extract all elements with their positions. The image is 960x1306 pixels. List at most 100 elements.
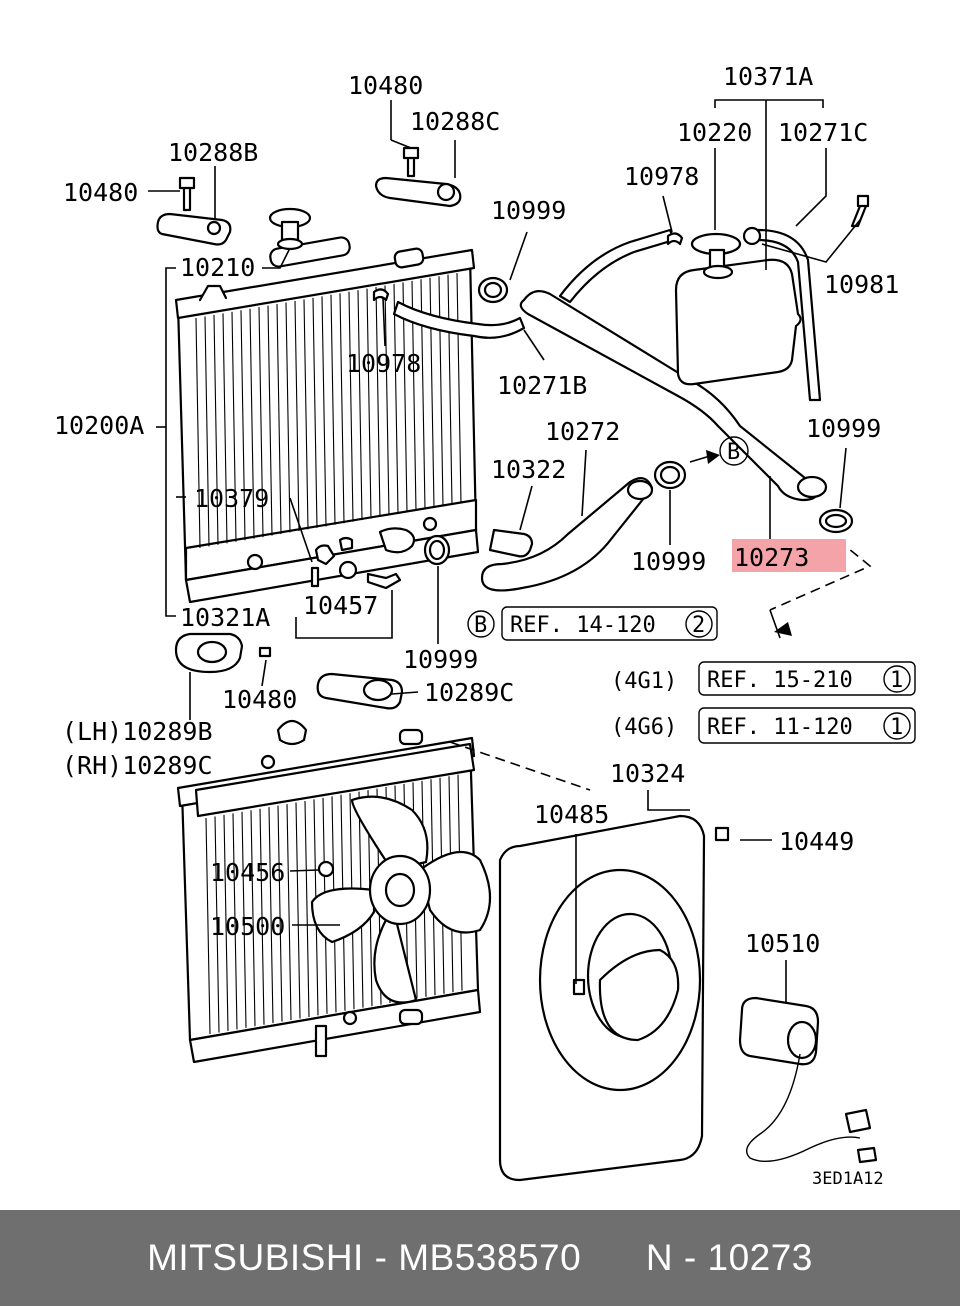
clip-10978-right <box>666 232 684 246</box>
label-10210: 10210 <box>180 253 255 282</box>
engine-4g6: (4G6) <box>611 715 677 740</box>
label-10288b: 10288B <box>168 138 258 167</box>
label-10449: 10449 <box>779 827 854 856</box>
label-lh-10289b: (LH)10289B <box>62 717 213 746</box>
radiator-cap-10210 <box>268 207 312 251</box>
svg-text:2: 2 <box>692 613 705 638</box>
radiator-fin <box>277 805 283 1022</box>
footer-bar: MITSUBISHI - MB538570 N - 10273 <box>0 1210 960 1306</box>
radiator-fin <box>258 307 264 538</box>
radiator-fin <box>205 817 211 1035</box>
radiator-fin <box>286 804 292 1021</box>
radiator-fin <box>214 816 220 1033</box>
footer-part-number: MB538570 <box>398 1237 582 1278</box>
label-rh-10289c: (RH)10289C <box>62 751 213 780</box>
label-10289c: 10289C <box>424 678 514 707</box>
reservoir-tube-10271c <box>756 228 822 402</box>
label-10999-right: 10999 <box>806 414 881 443</box>
label-10978-radiator: 10978 <box>346 349 421 378</box>
mount-10289c <box>316 672 404 710</box>
radiator-fin <box>285 302 291 533</box>
radiator-fin <box>241 811 247 1028</box>
radiator-fin <box>223 814 229 1031</box>
label-10510: 10510 <box>745 929 820 958</box>
diagram-code: 3ED1A12 <box>812 1169 884 1189</box>
label-10999-bottom: 10999 <box>403 645 478 674</box>
radiator-fin <box>357 290 363 521</box>
label-10978-tank: 10978 <box>624 162 699 191</box>
radiator-fin <box>393 283 399 514</box>
label-10480-top: 10480 <box>348 71 423 100</box>
svg-text:1: 1 <box>890 668 903 693</box>
part-labels: 10371A 10220 10271C 10978 10981 10480 10… <box>54 62 899 958</box>
reservoir-tank <box>674 194 870 386</box>
ref-box-11-120 <box>698 707 916 744</box>
label-10379: 10379 <box>194 484 269 513</box>
svg-text:B: B <box>727 440 740 465</box>
clip-10978-left <box>372 288 390 302</box>
engine-4g1: (4G1) <box>611 669 677 694</box>
fan-motor-10510 <box>738 996 878 1164</box>
label-10457: 10457 <box>303 591 378 620</box>
arrow-down-icon <box>774 622 792 636</box>
radiator-fin <box>213 314 219 545</box>
label-10322: 10322 <box>491 455 566 484</box>
label-10220: 10220 <box>677 118 752 147</box>
bolt-10480-top <box>402 146 420 178</box>
radiator-fin <box>330 294 336 525</box>
highlight-10273 <box>732 539 846 572</box>
radiator-fin <box>276 304 282 535</box>
radiator-fin <box>250 810 256 1027</box>
bracket-10288c <box>374 176 462 208</box>
hose-overflow-line <box>558 228 676 304</box>
radiator-fin <box>295 802 301 1019</box>
exploded-view-drawing: 10371A 10220 10271C 10978 10981 10480 10… <box>54 62 916 1189</box>
ref-box-15-210 <box>698 661 916 696</box>
svg-text:1: 1 <box>890 715 903 740</box>
ref-box-14-120 <box>501 606 718 641</box>
label-10981: 10981 <box>824 270 899 299</box>
sensor-10322 <box>488 528 534 558</box>
leader-lines <box>148 99 872 1004</box>
label-10200a: 10200A <box>54 411 144 440</box>
radiator-fin <box>438 276 444 507</box>
radiator-fin <box>268 807 274 1024</box>
footer-brand: MITSUBISHI <box>147 1237 364 1278</box>
svg-text:B: B <box>474 613 487 638</box>
radiator-upper <box>174 236 480 604</box>
label-10371a: 10371A <box>723 62 813 91</box>
bolt-10480-left <box>178 176 196 212</box>
hose-10271b <box>392 300 526 339</box>
radiator-fin <box>231 311 237 542</box>
radiator-fin <box>222 313 228 544</box>
label-10999-mid: 10999 <box>631 547 706 576</box>
radiator-fin <box>304 800 310 1017</box>
label-10500: 10500 <box>210 912 285 941</box>
fan-10500 <box>310 795 491 1004</box>
upper-hose-10273 <box>519 289 818 502</box>
label-10273: 10273 <box>734 543 809 572</box>
radiator-fin <box>294 300 300 531</box>
drain-parts <box>310 527 416 590</box>
label-10480-mount: 10480 <box>222 685 297 714</box>
label-10456: 10456 <box>210 858 285 887</box>
radiator-fin <box>447 274 453 505</box>
label-10288c: 10288C <box>410 107 500 136</box>
radiator-fin <box>204 316 210 547</box>
svg-text:REF. 11-120: REF. 11-120 <box>707 715 853 740</box>
reference-callouts: B B REF. 14-120 2 (4G1) REF. 15-210 1 (4… <box>467 436 916 744</box>
fan-shroud-10324 <box>498 814 730 1182</box>
radiator-fin <box>321 296 327 527</box>
radiator-fin <box>402 282 408 513</box>
label-10485: 10485 <box>534 800 609 829</box>
footer-separator: - <box>363 1237 399 1278</box>
radiator-fin <box>348 291 354 522</box>
marker-b-lower <box>467 610 495 638</box>
radiator-fin <box>240 310 246 541</box>
mount-10289b <box>174 632 272 674</box>
label-10271b: 10271B <box>497 371 587 400</box>
radiator-fin <box>456 273 462 504</box>
arrow-right-icon <box>706 450 720 464</box>
label-10324: 10324 <box>610 759 685 788</box>
radiator-fin <box>249 308 255 539</box>
